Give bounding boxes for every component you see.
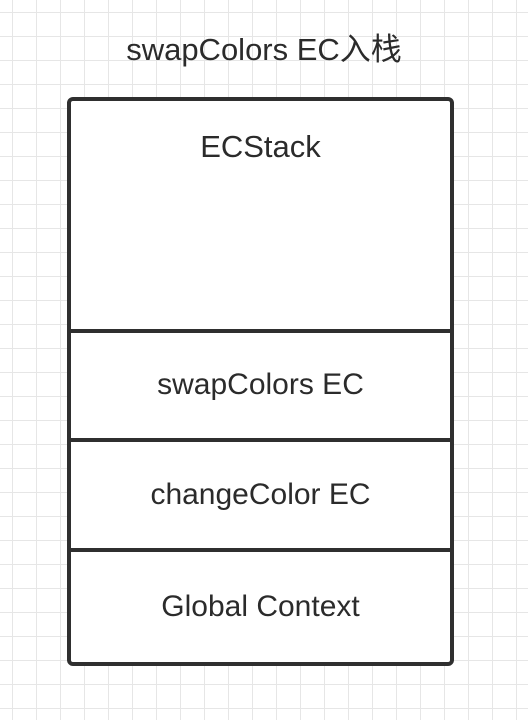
stack-frame-changecolor: changeColor EC — [71, 442, 450, 553]
ec-stack-label: ECStack — [200, 129, 321, 164]
stack-frame-swapcolors: swapColors EC — [71, 333, 450, 443]
ec-stack-header: ECStack — [71, 101, 450, 333]
stack-frame-global-context: Global Context — [161, 590, 360, 624]
ec-stack: ECStack swapColors EC changeColor EC Glo… — [67, 97, 454, 666]
diagram-title: swapColors EC入栈 — [126, 32, 402, 67]
